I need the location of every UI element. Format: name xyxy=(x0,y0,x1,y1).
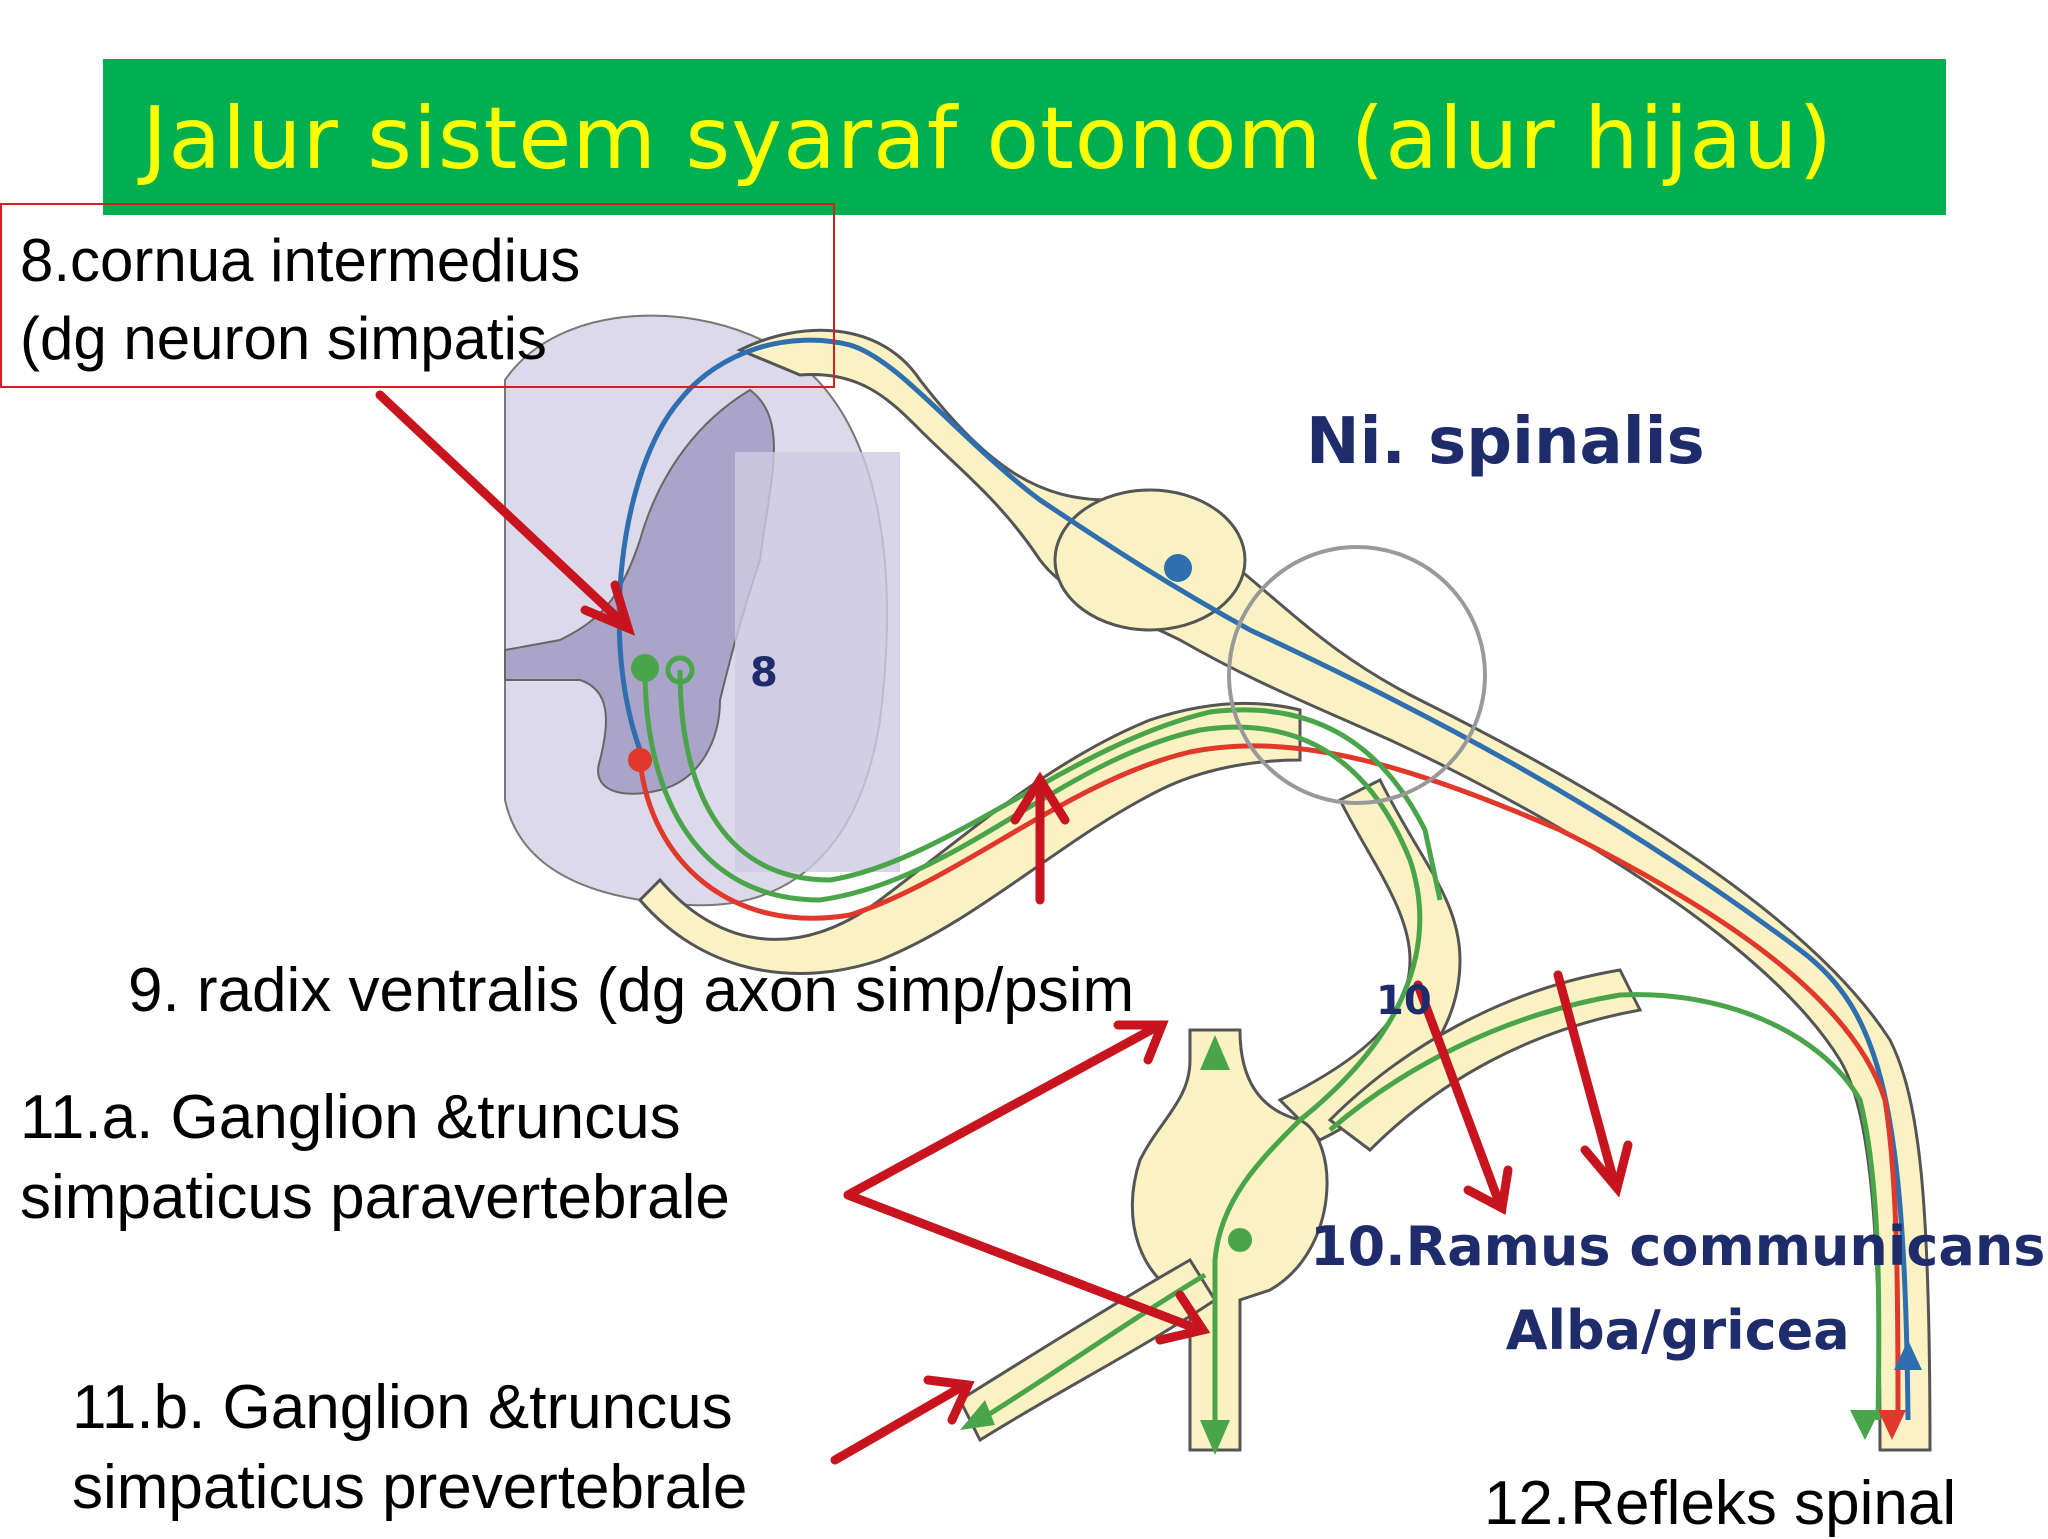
ganglion-prevertebrale-label: 11.b. Ganglion &truncus simpaticus preve… xyxy=(72,1368,747,1528)
ramus-communicans-label: 10.Ramus communicans Alba/gricea xyxy=(1310,1205,2045,1373)
ganglion-paravertebrale-label: 11.a. Ganglion &truncus simpaticus parav… xyxy=(20,1078,730,1238)
green-arrowhead-left xyxy=(960,1400,995,1430)
motor-neuron-body xyxy=(628,748,652,772)
dorsal-root-ganglion xyxy=(1053,488,1247,632)
cornua-label-line2: (dg neuron simpatis xyxy=(20,305,547,372)
ramus-label-line2: Alba/gricea xyxy=(1505,1299,1850,1362)
blue-afferent-fiber xyxy=(616,337,1911,1421)
green-prevertebral-fiber xyxy=(978,1272,1207,1423)
white-matter-texture xyxy=(735,452,900,872)
refleks-spinal-label: 12.Refleks spinal xyxy=(1484,1469,1957,1538)
marker-10: 10 xyxy=(1376,978,1432,1024)
gray-ramus xyxy=(1327,968,1643,1152)
marker-8: 8 xyxy=(750,650,778,696)
ganglion-a-line1: 11.a. Ganglion &truncus xyxy=(20,1083,681,1152)
ganglion-b-line2: simpaticus prevertebrale xyxy=(72,1453,748,1522)
green-autonomic-fiber-3 xyxy=(1328,992,1882,1421)
ganglion-a-line2: simpaticus paravertebrale xyxy=(20,1163,730,1232)
cornua-label: 8.cornua intermedius (dg neuron simpatis xyxy=(20,222,580,378)
ganglion-neuron xyxy=(1228,1228,1252,1252)
green-arrowhead-down xyxy=(1200,1420,1230,1455)
title-banner xyxy=(103,59,1946,215)
blue-arrowhead-spinal xyxy=(1894,1340,1922,1370)
green-arrowhead-up xyxy=(1200,1035,1230,1070)
page-title: Jalur sistem syaraf otonom (alur hijau) xyxy=(142,89,1834,189)
ramus-highlight-circle xyxy=(1227,545,1487,805)
green-arrowhead-spinal xyxy=(1850,1410,1880,1440)
sensory-neuron-body xyxy=(1164,554,1192,582)
red-arrowhead-spinal xyxy=(1878,1410,1906,1440)
ramus-label-line1: 10.Ramus communicans xyxy=(1310,1215,2046,1278)
green-autonomic-fiber-1 xyxy=(642,669,1423,1420)
ganglion-b-line1: 11.b. Ganglion &truncus xyxy=(72,1373,733,1442)
preganglionic-neuron-2 xyxy=(665,655,695,685)
cornua-label-line1: 8.cornua intermedius xyxy=(20,227,581,294)
radix-ventralis-label: 9. radix ventralis (dg axon simp/psim xyxy=(128,956,1135,1025)
ni-spinalis-label: Ni. spinalis xyxy=(1306,405,1705,479)
preganglionic-neuron-1 xyxy=(631,654,659,682)
red-efferent-fiber xyxy=(637,743,1901,1421)
green-autonomic-fiber-2 xyxy=(677,669,1443,901)
cornua-label-box xyxy=(0,203,835,388)
annotation-arrows xyxy=(375,390,1633,1465)
